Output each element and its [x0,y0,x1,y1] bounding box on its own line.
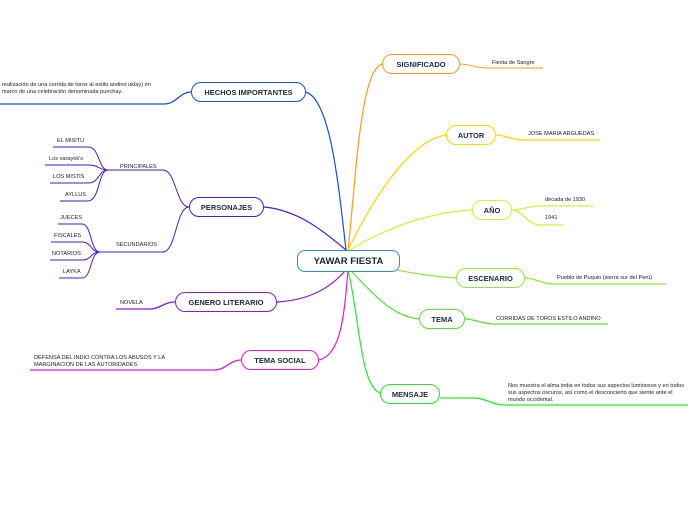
connector-tema [349,269,420,320]
node-tema-social[interactable]: TEMA SOCIAL [241,350,319,370]
connector-hechos [305,91,347,251]
leaf-tema[interactable]: CORRIDAS DE TOROS ESTILO ANDINO [496,316,601,322]
leaf-escenario[interactable]: Pueblo de Puquio (sierra sur del Perú) [557,275,653,281]
node-mensaje-label: MENSAJE [391,389,429,399]
leaf-genero[interactable]: NOVELA [120,300,143,306]
node-hechos-label: HECHOS IMPORTANTES [204,87,293,97]
node-hechos-importantes[interactable]: HECHOS IMPORTANTES [191,82,306,102]
leaf-anio-1941[interactable]: 1941 [545,215,558,221]
node-escenario-label: ESCENARIO [468,273,513,283]
node-tema[interactable]: TEMA [419,309,465,329]
connector-mensaje [347,269,381,394]
leaf-principal-ayllus[interactable]: AYLLUS [65,192,87,198]
node-mensaje[interactable]: MENSAJE [380,384,440,404]
node-anio-label: AÑO [483,205,501,215]
leaf-autor[interactable]: JOSE MARIA ARGUEDAS [528,131,595,137]
node-anio[interactable]: AÑO [472,200,512,220]
node-significado-label: SIGNIFICADO [396,59,446,69]
central-node[interactable]: YAWAR FIESTA [297,250,400,272]
node-autor[interactable]: AUTOR [446,125,496,145]
node-personajes-label: PERSONAJES [200,202,253,212]
leaf-hechos[interactable]: la realización de una corrida de toros a… [0,82,151,95]
leaf-anio-decada[interactable]: década de 1930 [545,197,586,203]
connector-genero [276,269,347,303]
central-node-label: YAWAR FIESTA [313,255,384,267]
connector-anio [349,209,473,251]
node-genero-label: GENERO LITERARIO [188,297,264,307]
node-tema-social-label: TEMA SOCIAL [254,355,306,365]
leaf-principal-mistis[interactable]: LOS MISTIS [53,174,85,180]
connector-autor [347,134,447,251]
node-genero-literario[interactable]: GENERO LITERARIO [175,292,277,312]
leaf-secundario-jueces[interactable]: JUECES [60,215,83,221]
connector-personajes [263,206,347,251]
node-personajes[interactable]: PERSONAJES [189,197,264,217]
leaf-secundario-layka[interactable]: LAYKA [63,269,81,275]
leaf-secundario-fiscales[interactable]: FISCALES [54,233,82,239]
leaf-secundario-notarios[interactable]: NOTARIOS [52,251,81,257]
leaf-principal-misitu[interactable]: EL MISITU [57,138,85,144]
node-autor-label: AUTOR [457,130,485,140]
node-tema-label: TEMA [431,314,453,324]
leaf-principal-varayoks[interactable]: Los varayok's [49,156,84,162]
sub-principales[interactable]: PRINCIPALES [120,164,157,170]
leaf-significado[interactable]: Fiesta de Sangre [492,60,535,66]
node-escenario[interactable]: ESCENARIO [456,268,525,288]
sub-secundarios[interactable]: SECUNDARIOS [116,242,158,248]
connector-tema-social [318,269,349,361]
leaf-tema-social[interactable]: DEFENSA DEL INDIO CONTRA LOS ABUSOS Y LA… [34,355,165,368]
node-significado[interactable]: SIGNIFICADO [382,54,460,74]
connector-significado [347,63,383,251]
leaf-mensaje[interactable]: Nos muestra el alma india en todos sus a… [508,383,684,403]
